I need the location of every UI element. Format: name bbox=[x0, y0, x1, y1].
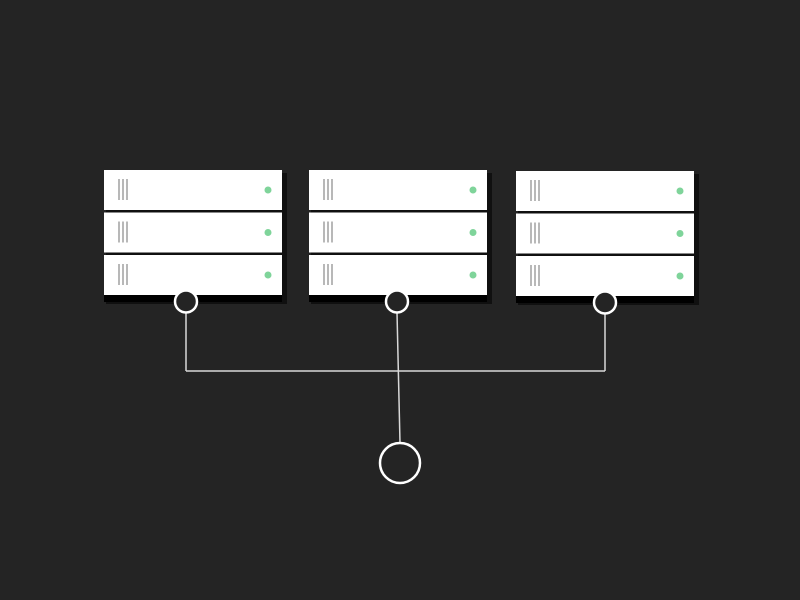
server-unit-panel bbox=[104, 212, 282, 253]
connection-lines bbox=[185, 312, 606, 444]
server-unit bbox=[516, 213, 694, 254]
status-led-icon bbox=[469, 186, 477, 194]
server-unit bbox=[104, 212, 282, 253]
status-led-icon bbox=[676, 230, 684, 237]
server-unit-panel bbox=[104, 255, 282, 295]
server-unit bbox=[104, 255, 282, 295]
status-led-icon bbox=[469, 229, 477, 236]
status-led-icon bbox=[264, 271, 272, 279]
server-rack-1 bbox=[104, 170, 287, 314]
status-led-icon bbox=[264, 186, 272, 194]
server-unit-panel bbox=[309, 212, 487, 253]
server-unit-panel bbox=[309, 170, 487, 210]
central-hub bbox=[378, 441, 422, 485]
server-unit bbox=[516, 256, 694, 296]
server-racks bbox=[104, 170, 699, 315]
status-led-icon bbox=[264, 229, 272, 236]
server-unit bbox=[104, 170, 282, 210]
server-unit-panel bbox=[516, 256, 694, 296]
server-rack-3 bbox=[516, 171, 699, 315]
rack-connector-node bbox=[173, 289, 199, 314]
server-unit bbox=[309, 170, 487, 210]
server-unit bbox=[309, 255, 487, 295]
server-unit-panel bbox=[516, 171, 694, 211]
server-unit-panel bbox=[104, 170, 282, 210]
server-unit-panel bbox=[309, 255, 487, 295]
server-unit bbox=[309, 212, 487, 253]
rack-connector-node bbox=[384, 289, 410, 314]
rack-connector-node bbox=[592, 290, 618, 315]
status-led-icon bbox=[676, 187, 684, 195]
connection-line-2 bbox=[396, 312, 401, 444]
status-led-icon bbox=[469, 271, 477, 279]
server-unit bbox=[516, 171, 694, 211]
central-hub-node bbox=[378, 441, 422, 485]
server-unit-panel bbox=[516, 213, 694, 254]
server-rack-2 bbox=[309, 170, 492, 314]
status-led-icon bbox=[676, 272, 684, 280]
